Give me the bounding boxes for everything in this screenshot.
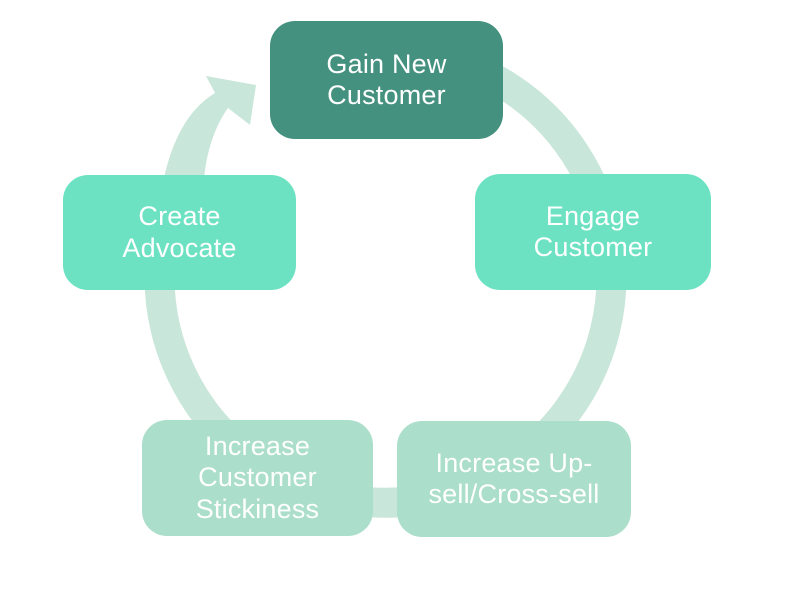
- node-increase-customer-stickiness: Increase Customer Stickiness: [142, 420, 373, 536]
- cycle-arrow-icon: [164, 76, 256, 178]
- node-engage-customer: Engage Customer: [475, 174, 711, 290]
- node-label: Gain New Customer: [326, 48, 447, 110]
- node-label: Increase Customer Stickiness: [195, 431, 320, 524]
- node-label: Increase Up- sell/Cross-sell: [428, 447, 600, 509]
- node-gain-new-customer: Gain New Customer: [270, 21, 503, 139]
- node-create-advocate: Create Advocate: [63, 175, 296, 290]
- node-increase-upsell-cross-sell: Increase Up- sell/Cross-sell: [397, 421, 631, 537]
- node-label: Engage Customer: [533, 200, 653, 262]
- node-label: Create Advocate: [122, 201, 237, 263]
